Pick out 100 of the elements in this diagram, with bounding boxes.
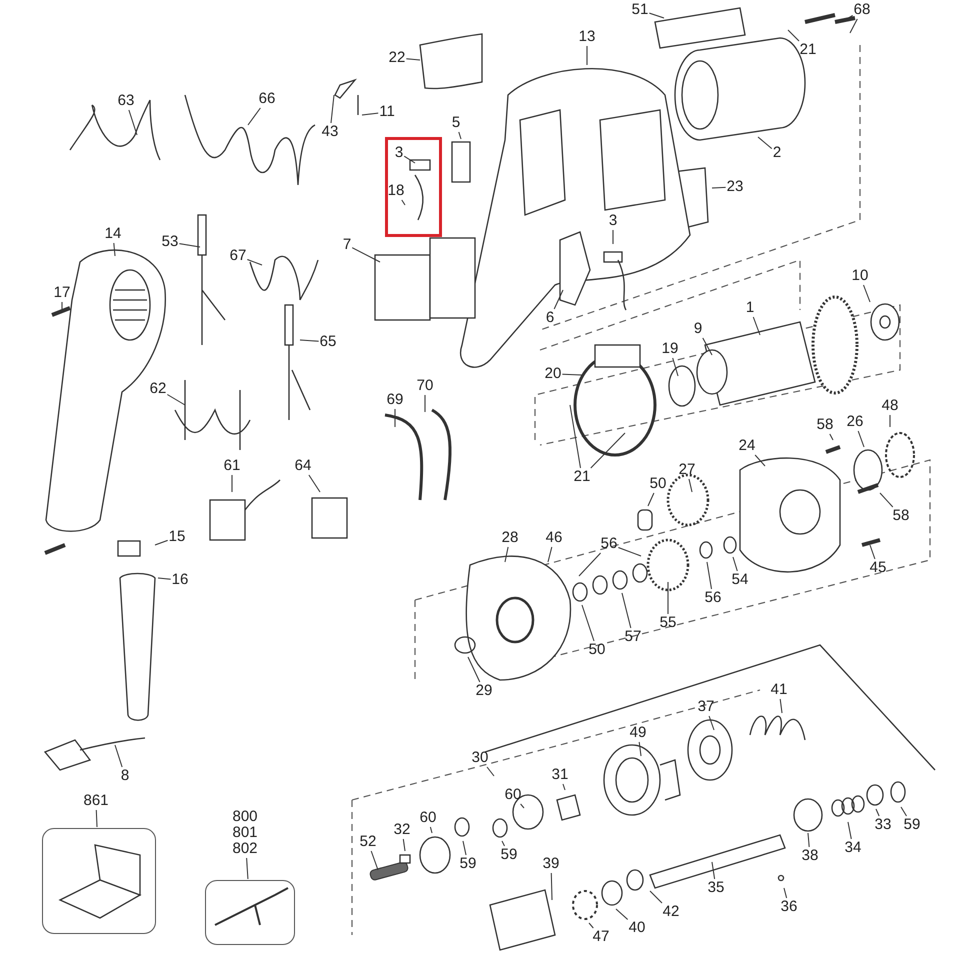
leader-line: [758, 136, 772, 150]
callout-number: 1: [746, 300, 754, 316]
callout-number: 41: [770, 682, 788, 698]
leader-line: [554, 290, 564, 310]
leader-line: [870, 544, 876, 560]
callout-number: 6: [546, 310, 554, 326]
callout-number: 32: [394, 822, 410, 838]
callout-number: 26: [846, 414, 864, 430]
leader-line: [752, 316, 760, 336]
leader-line: [114, 744, 123, 768]
callout-number: 49: [630, 725, 646, 741]
leader-line: [582, 604, 594, 642]
leader-line: [424, 394, 426, 412]
callout-number: 57: [624, 629, 642, 645]
leader-line: [780, 698, 782, 714]
leader-line: [352, 247, 380, 262]
callout-number: 18: [388, 183, 404, 199]
leader-line: [154, 540, 168, 546]
callout-number: 46: [546, 530, 562, 546]
callout-number: 69: [386, 392, 404, 408]
callout-number: 66: [258, 91, 276, 107]
leader-line: [486, 766, 494, 776]
leader-line: [468, 656, 480, 682]
callout-number: 22: [388, 50, 406, 66]
leader-line: [166, 394, 186, 406]
callout-number: 67: [230, 248, 246, 264]
callout-number: 55: [660, 615, 676, 631]
callout-number: 58: [892, 508, 910, 524]
callout-number: 33: [874, 817, 892, 833]
callout-number: 800: [232, 809, 258, 825]
callout-number: 65: [320, 334, 336, 350]
leader-line: [158, 578, 172, 580]
callout-number: 60: [420, 810, 436, 826]
callout-number: 54: [732, 572, 748, 588]
leader-line: [706, 562, 712, 590]
callout-number: 56: [600, 536, 618, 552]
leader-line: [370, 850, 378, 870]
leader-line: [178, 243, 200, 248]
callout-number: 35: [708, 880, 724, 896]
callout-number: 52: [360, 834, 376, 850]
callout-number: 64: [294, 458, 312, 474]
leader-line: [458, 132, 462, 140]
callout-number: 15: [168, 529, 186, 545]
callout-number: 3: [608, 213, 618, 229]
callout-number: 59: [904, 817, 920, 833]
leader-line: [712, 186, 726, 188]
callout-number: 59: [500, 847, 518, 863]
callout-number: 8: [120, 768, 130, 784]
callout-number: 53: [162, 234, 178, 250]
callout-number: 59: [460, 856, 476, 872]
leader-line: [612, 230, 614, 244]
callout-number: 31: [552, 767, 568, 783]
callout-number: 63: [118, 93, 134, 109]
callout-number: 43: [322, 124, 338, 140]
leader-line: [246, 858, 248, 880]
leader-line: [688, 478, 692, 492]
leader-line: [622, 592, 632, 628]
callout-number: 70: [416, 378, 434, 394]
leader-line: [590, 432, 626, 468]
leader-line: [858, 430, 864, 448]
leader-line: [362, 112, 379, 116]
callout-number: 11: [379, 104, 395, 120]
callout-number: 27: [678, 462, 696, 478]
callout-number: 2: [772, 145, 782, 161]
leader-line: [702, 338, 712, 356]
leader-line: [462, 840, 466, 856]
callout-number: 62: [150, 381, 166, 397]
callout-number: 56: [704, 590, 722, 606]
callout-number: 861: [83, 793, 109, 809]
leader-line: [708, 716, 714, 730]
accessory-panel: [42, 828, 156, 934]
callout-number: 20: [544, 366, 562, 382]
leader-line: [754, 454, 766, 466]
callout-number: 14: [104, 226, 122, 242]
leader-line: [850, 18, 858, 34]
callout-number: 13: [578, 29, 596, 45]
callout-number: 45: [870, 560, 886, 576]
leader-line: [96, 810, 98, 828]
callout-number: 7: [342, 237, 352, 253]
callout-number: 39: [542, 856, 560, 872]
leader-line: [863, 284, 870, 302]
accessory-panel: [205, 880, 295, 945]
leader-line: [829, 434, 834, 440]
leader-line: [788, 30, 800, 42]
leader-line: [616, 908, 628, 920]
callout-number: 802: [232, 841, 258, 857]
callout-number: 3: [394, 145, 404, 161]
callout-number: 21: [800, 42, 816, 58]
leader-line: [520, 804, 524, 808]
leader-line: [848, 822, 852, 840]
callout-number: 36: [780, 899, 798, 915]
leader-line: [330, 94, 334, 124]
callout-number: 48: [882, 398, 898, 414]
leader-line: [650, 890, 662, 904]
leader-line: [732, 556, 738, 572]
leader-line: [246, 259, 262, 266]
callout-number: 17: [54, 285, 70, 301]
leader-line: [618, 547, 642, 556]
leader-line: [430, 826, 432, 834]
leader-line: [402, 838, 406, 852]
